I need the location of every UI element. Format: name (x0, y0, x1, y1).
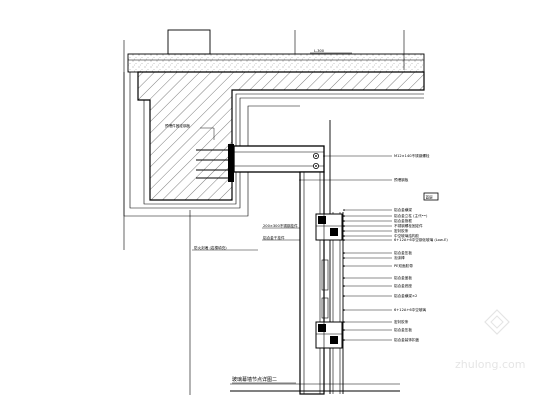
callout-label: 泡沫棒 (394, 255, 405, 260)
callout-label: 不锈钢螺栓固定件 (394, 223, 423, 228)
callout-label: 铝合金立柱 (主代••) (394, 213, 428, 218)
callout-dot (343, 339, 345, 341)
aluminum-mullion (299, 171, 325, 395)
callout-label: 铝合金横梁×2 (394, 293, 417, 298)
concrete-slab-beam (137, 71, 425, 201)
callout-label: 200×300不锈钢挂件 (263, 223, 298, 228)
callout-dot (343, 277, 345, 279)
callout-dot (323, 155, 325, 157)
callout-label: 铝合金抱框 (394, 218, 412, 223)
callout-dot (343, 285, 345, 287)
callout-label: 铝合金压板 (394, 327, 412, 332)
dimension-label: L-300 (314, 49, 325, 53)
callout-label: 铝合金压板 (394, 250, 412, 255)
callout-label: 防火封堵 (岩棉填充) (194, 245, 227, 250)
callout-dot (343, 215, 345, 217)
section-tag (423, 192, 439, 201)
callout-dot (343, 239, 345, 241)
callout-dot (343, 225, 345, 227)
callout-dot (343, 295, 345, 297)
callout-dot (343, 309, 345, 311)
callout-dot (343, 329, 345, 331)
callout-label: 6+12A+6中空玻璃 (394, 307, 426, 312)
callout-dot (343, 257, 345, 259)
callout-dot (343, 321, 345, 323)
watermark-logo: zhulong.com (455, 309, 525, 371)
callout-label: 6+12A+6中空钢化玻璃 (Low-E) (394, 237, 448, 242)
callout-label: 密封胶条 (394, 228, 409, 233)
callout-label: 中空玻璃结构胶 (394, 233, 420, 238)
callout-dot (343, 235, 345, 237)
callout-label: 铝合金装饰扣盖 (394, 337, 420, 342)
callout-dot (343, 265, 345, 267)
callout-label: 预埋钢板 (394, 177, 409, 182)
callout-dot (343, 252, 345, 254)
callout-label: 铝合金横梁 (394, 207, 412, 212)
upper-column (167, 29, 211, 55)
section-tag-label: 首层 (426, 194, 434, 199)
callout-label: 预埋件固定钢板 (165, 123, 191, 128)
callout-label: M12×140不锈钢螺栓 (394, 153, 430, 158)
callout-dot (299, 179, 301, 181)
watermark-text: zhulong.com (455, 358, 525, 371)
callout-dot (343, 220, 345, 222)
callout-dot (343, 209, 345, 211)
callout-dot (343, 230, 345, 232)
callout-label: 铝合金底座 (394, 283, 412, 288)
callout-label: 密封胶条 (394, 319, 409, 324)
steel-bracket (233, 145, 325, 173)
floor-screed (127, 53, 425, 73)
drawing-title: 玻璃幕墙节点详图二 (232, 376, 277, 383)
callout-label: PE双面胶带 (394, 263, 413, 268)
callout-label: 铝合金盖板 (394, 275, 412, 280)
callout-label: 铝合金干挂件 (263, 235, 285, 240)
embedded-plate (228, 144, 234, 182)
